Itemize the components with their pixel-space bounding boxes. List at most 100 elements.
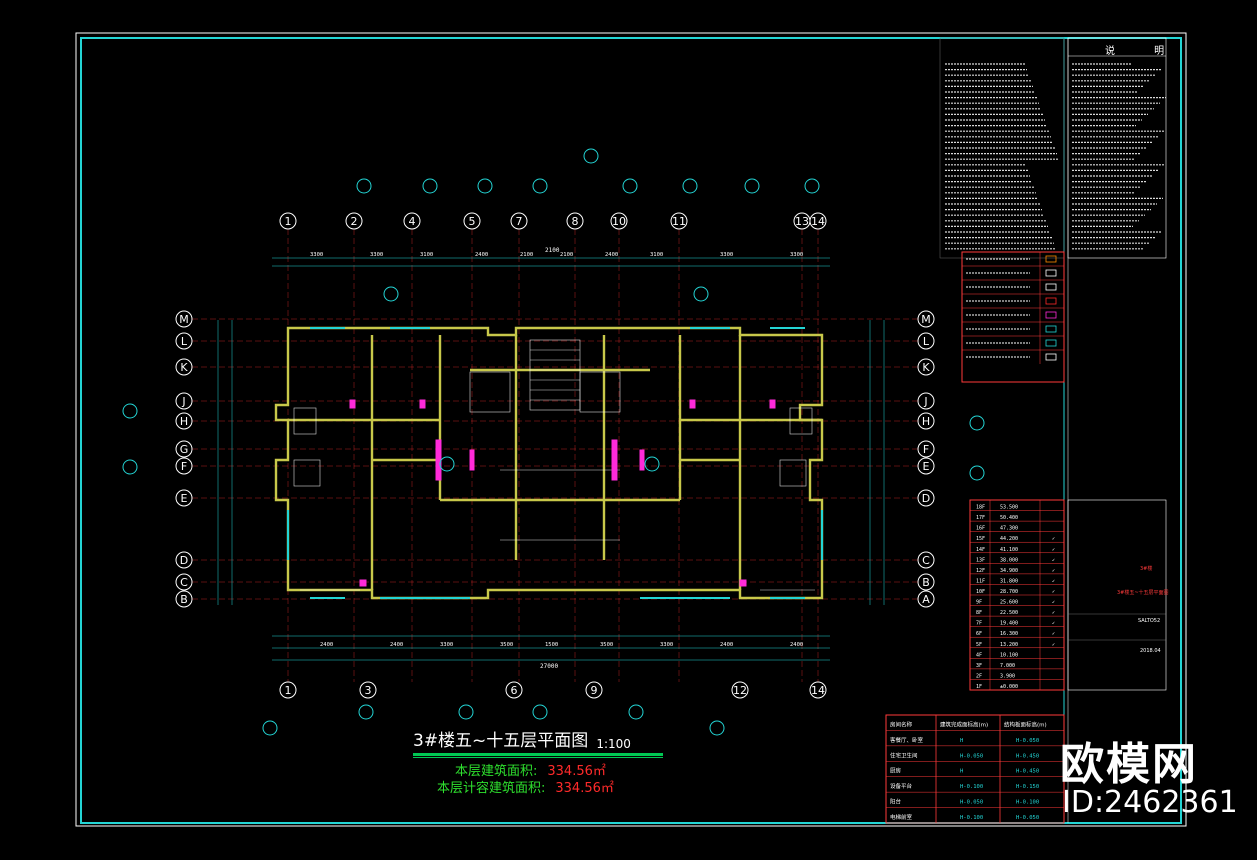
area-value: 334.56㎡ bbox=[547, 764, 606, 779]
svg-text:K: K bbox=[180, 361, 188, 374]
finish-header: 建筑完成面标高(m) bbox=[940, 720, 988, 728]
svg-text:M: M bbox=[921, 313, 931, 326]
axis-bubble-right: E bbox=[917, 457, 935, 475]
axis-bubble-top: 2 bbox=[345, 212, 363, 230]
axis-bubble-right: K bbox=[917, 358, 935, 376]
elev-value: 22.500 bbox=[1000, 610, 1018, 616]
title-block: 3#楼 3#楼五~十五层平面图 SALTO52 2018.04 bbox=[1067, 499, 1169, 691]
elev-value: 25.600 bbox=[1000, 600, 1018, 606]
elev-floor: 12F bbox=[976, 568, 985, 574]
watermark-id: ID:2462361 bbox=[1062, 785, 1238, 820]
axis-bubble-right: M bbox=[917, 310, 935, 328]
dim-bottom-value: 2400 bbox=[790, 642, 803, 648]
finish-value-a: H bbox=[960, 738, 963, 744]
svg-text:B: B bbox=[180, 593, 188, 606]
watermark-brand: 欧模网 bbox=[1060, 739, 1198, 790]
svg-text:D: D bbox=[922, 492, 930, 505]
area-value: 334.56㎡ bbox=[555, 781, 614, 796]
dim-bottom-value: 2400 bbox=[390, 642, 403, 648]
elev-floor: 18F bbox=[976, 505, 985, 511]
finish-room: 客餐厅、卧室 bbox=[890, 736, 924, 744]
axis-bubble-left: H bbox=[175, 412, 193, 430]
dim-top-value: 2400 bbox=[605, 252, 618, 258]
svg-text:13: 13 bbox=[795, 215, 809, 228]
elev-floor: 2F bbox=[976, 673, 982, 679]
elev-floor: 14F bbox=[976, 547, 985, 553]
elev-value: 10.100 bbox=[1000, 652, 1018, 658]
elev-check: ✓ bbox=[1052, 631, 1055, 637]
finish-header: 结构板面标高(m) bbox=[1004, 720, 1047, 728]
dim-top-value: 3300 bbox=[310, 252, 323, 258]
finish-value-b: H-0.050 bbox=[1016, 815, 1039, 821]
axis-bubble-top: 14 bbox=[809, 212, 827, 230]
axis-bubble-left: L bbox=[175, 332, 193, 350]
drawing-title-block: 3#楼五~十五层平面图 1:100 bbox=[413, 727, 631, 751]
finish-value-a: H-0.050 bbox=[960, 753, 983, 759]
axis-bubble-top: 13 bbox=[793, 212, 811, 230]
elev-check: ✓ bbox=[1052, 642, 1055, 648]
svg-text:E: E bbox=[923, 460, 930, 473]
walls bbox=[274, 326, 824, 600]
finish-value-b: H-0.050 bbox=[1016, 738, 1039, 744]
finish-value-a: H bbox=[960, 769, 963, 775]
elev-floor: 8F bbox=[976, 610, 982, 616]
svg-text:6: 6 bbox=[511, 684, 518, 697]
svg-text:A: A bbox=[922, 593, 930, 606]
dim-bottom-overall: 27000 bbox=[540, 663, 558, 670]
svg-text:10: 10 bbox=[612, 215, 626, 228]
axis-bubble-right: D bbox=[917, 489, 935, 507]
axis-bubble-right: C bbox=[917, 551, 935, 569]
elev-floor: 5F bbox=[976, 642, 982, 648]
axis-bubble-left: G bbox=[175, 440, 193, 458]
svg-text:K: K bbox=[922, 361, 930, 374]
title-block-project: 3#楼 bbox=[1140, 565, 1152, 572]
sheet-inner-frame bbox=[80, 37, 1182, 824]
svg-text:L: L bbox=[923, 335, 930, 348]
elev-value: 44.200 bbox=[1000, 536, 1018, 542]
dim-top-value: 3300 bbox=[790, 252, 803, 258]
axis-bubble-right: F bbox=[917, 440, 935, 458]
svg-text:L: L bbox=[181, 335, 188, 348]
axis-bubble-top: 5 bbox=[463, 212, 481, 230]
notes-panel bbox=[939, 37, 1167, 259]
axis-bubble-top: 4 bbox=[403, 212, 421, 230]
axis-bubble-left: C bbox=[175, 573, 193, 591]
elev-check: ✓ bbox=[1052, 547, 1055, 553]
svg-text:H: H bbox=[922, 415, 930, 428]
svg-text:9: 9 bbox=[591, 684, 598, 697]
elev-value: 28.700 bbox=[1000, 589, 1018, 595]
axis-bubble-bottom: 12 bbox=[731, 681, 749, 699]
svg-text:B: B bbox=[922, 576, 930, 589]
elev-value: 13.200 bbox=[1000, 642, 1018, 648]
axis-bubble-left: B bbox=[175, 590, 193, 608]
elev-floor: 10F bbox=[976, 589, 985, 595]
dim-bottom-value: 3300 bbox=[440, 642, 453, 648]
elev-check: ✓ bbox=[1052, 600, 1055, 606]
dim-top-value: 3300 bbox=[370, 252, 383, 258]
area-label: 本层建筑面积: bbox=[455, 764, 538, 779]
finish-room: 设备平台 bbox=[890, 782, 913, 790]
axis-bubble-right: H bbox=[917, 412, 935, 430]
svg-text:11: 11 bbox=[672, 215, 686, 228]
axis-bubble-bottom: 9 bbox=[585, 681, 603, 699]
axis-bubble-left: E bbox=[175, 489, 193, 507]
dim-bottom-value: 2400 bbox=[720, 642, 733, 648]
elev-value: 7.000 bbox=[1000, 663, 1015, 669]
svg-text:F: F bbox=[181, 460, 187, 473]
area-row-counted: 本层计容建筑面积:334.56㎡ bbox=[437, 777, 614, 796]
elev-value: 47.300 bbox=[1000, 526, 1018, 532]
axis-bubble-top: 11 bbox=[670, 212, 688, 230]
axis-bubble-left: F bbox=[175, 457, 193, 475]
legend-box bbox=[961, 251, 1065, 383]
finish-value-a: H-0.050 bbox=[960, 800, 983, 806]
finish-room: 电梯前室 bbox=[890, 813, 913, 821]
axis-bubble-left: D bbox=[175, 551, 193, 569]
dim-bottom-value: 1500 bbox=[545, 642, 558, 648]
elev-value: 41.100 bbox=[1000, 547, 1018, 553]
dim-top-value: 2100 bbox=[520, 252, 533, 258]
elev-floor: 13F bbox=[976, 557, 985, 563]
svg-text:14: 14 bbox=[811, 215, 825, 228]
